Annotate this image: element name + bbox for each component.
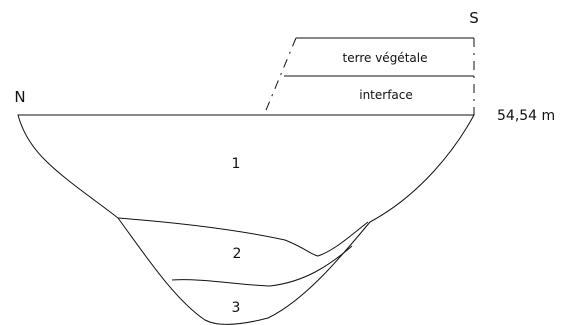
- fill-layer-3-label: 3: [232, 300, 241, 316]
- upper-layers-left-edge-dashed: [263, 37, 297, 116]
- interface-label: interface: [359, 88, 413, 102]
- fill-2-3-boundary: [171, 245, 353, 287]
- south-label: S: [469, 9, 479, 27]
- terre-vegetale-label: terre végétale: [343, 51, 428, 65]
- north-label: N: [14, 88, 25, 106]
- elevation-label: 54,54 m: [497, 108, 555, 124]
- fill-layer-2-label: 2: [233, 246, 242, 262]
- pit-outline: [17, 114, 475, 325]
- fill-layer-1-label: 1: [232, 156, 241, 172]
- fill-1-2-boundary: [117, 217, 369, 257]
